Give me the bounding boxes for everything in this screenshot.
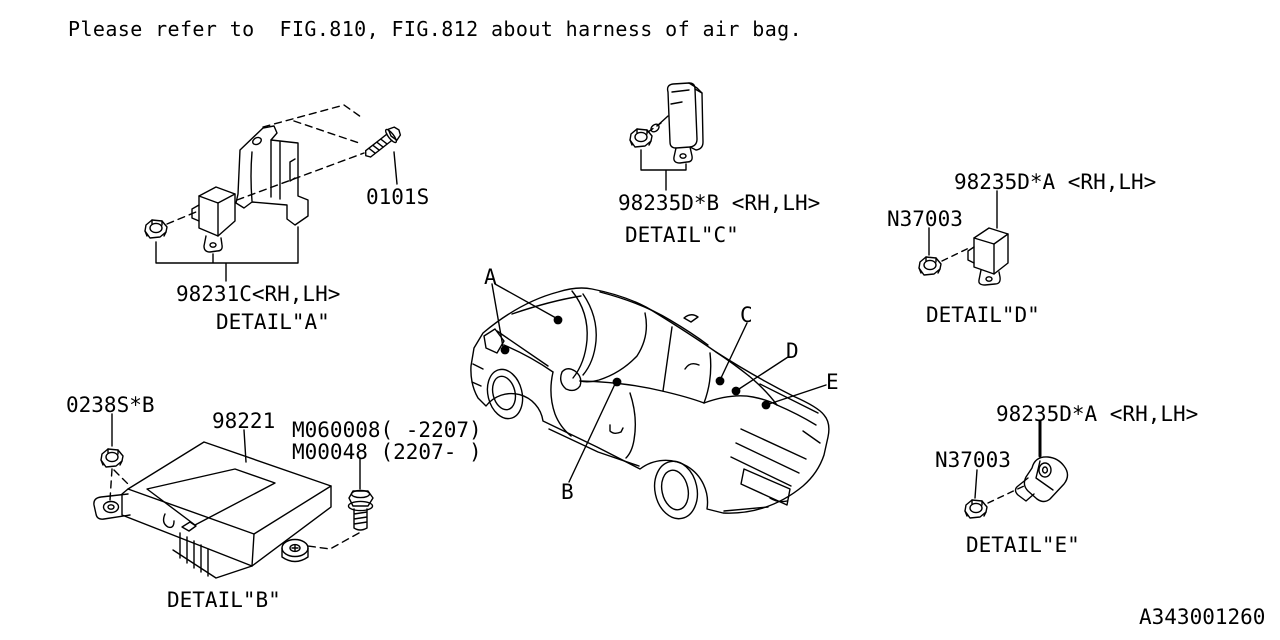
detail-a-title: DETAIL"A" (216, 310, 330, 334)
part-label-0101s: 0101S (366, 185, 430, 209)
part-label-98235d-a-e: 98235D*A <RH,LH> (996, 402, 1199, 426)
nut-e (964, 499, 988, 519)
nut-d (918, 256, 942, 276)
airbag-control-module-98221 (93, 441, 332, 579)
sensor-location-dots (500, 315, 771, 410)
sensor-d (967, 227, 1009, 286)
car-location-label-a: A (484, 265, 497, 289)
front-wheel (486, 368, 524, 420)
part-label-m060008: M060008( -2207) (292, 418, 482, 442)
harness-reference-note: Please refer to FIG.810, FIG.812 about h… (68, 17, 803, 41)
license-plate (740, 468, 791, 506)
nut-a (144, 219, 168, 239)
mirror (559, 368, 582, 392)
detail-d-title: DETAIL"D" (926, 303, 1040, 327)
antenna-fin (683, 314, 699, 323)
detail-d-art (918, 190, 1009, 286)
part-label-m00048: M00048 (2207- ) (292, 440, 482, 464)
part-label-98235d-b: 98235D*B <RH,LH> (618, 191, 821, 215)
sensor-a (191, 186, 236, 253)
rear-wheel (653, 460, 699, 520)
detail-b-title: DETAIL"B" (167, 588, 281, 612)
sensor-c (650, 82, 704, 164)
car-art (470, 283, 830, 520)
detail-a-art (144, 104, 402, 282)
bolt-m060008 (347, 489, 374, 531)
part-label-98231c: 98231C<RH,LH> (176, 282, 341, 306)
detail-b-art (93, 413, 374, 579)
car-location-label-e: E (826, 370, 839, 394)
car-label-leaders (491, 283, 827, 483)
part-label-98235d-a-d: 98235D*A <RH,LH> (954, 170, 1157, 194)
headlight (483, 328, 505, 354)
car-location-label-c: C (740, 303, 753, 327)
figure-number: A343001260 (1139, 605, 1266, 629)
part-label-0238s-b: 0238S*B (66, 393, 155, 417)
detail-e-title: DETAIL"E" (966, 533, 1080, 557)
detail-c-art (629, 82, 704, 191)
screw-0101s (364, 126, 402, 158)
sensor-e (1014, 456, 1069, 503)
part-label-98221: 98221 (212, 409, 276, 433)
car-location-label-b: B (561, 480, 574, 504)
nut-0238s (100, 448, 124, 468)
bracket-98231c (235, 125, 309, 226)
detail-e-art (964, 419, 1069, 519)
part-label-n37003-e: N37003 (935, 448, 1011, 472)
car-location-label-d: D (786, 339, 799, 363)
part-label-n37003-d: N37003 (887, 207, 963, 231)
detail-c-title: DETAIL"C" (625, 223, 739, 247)
